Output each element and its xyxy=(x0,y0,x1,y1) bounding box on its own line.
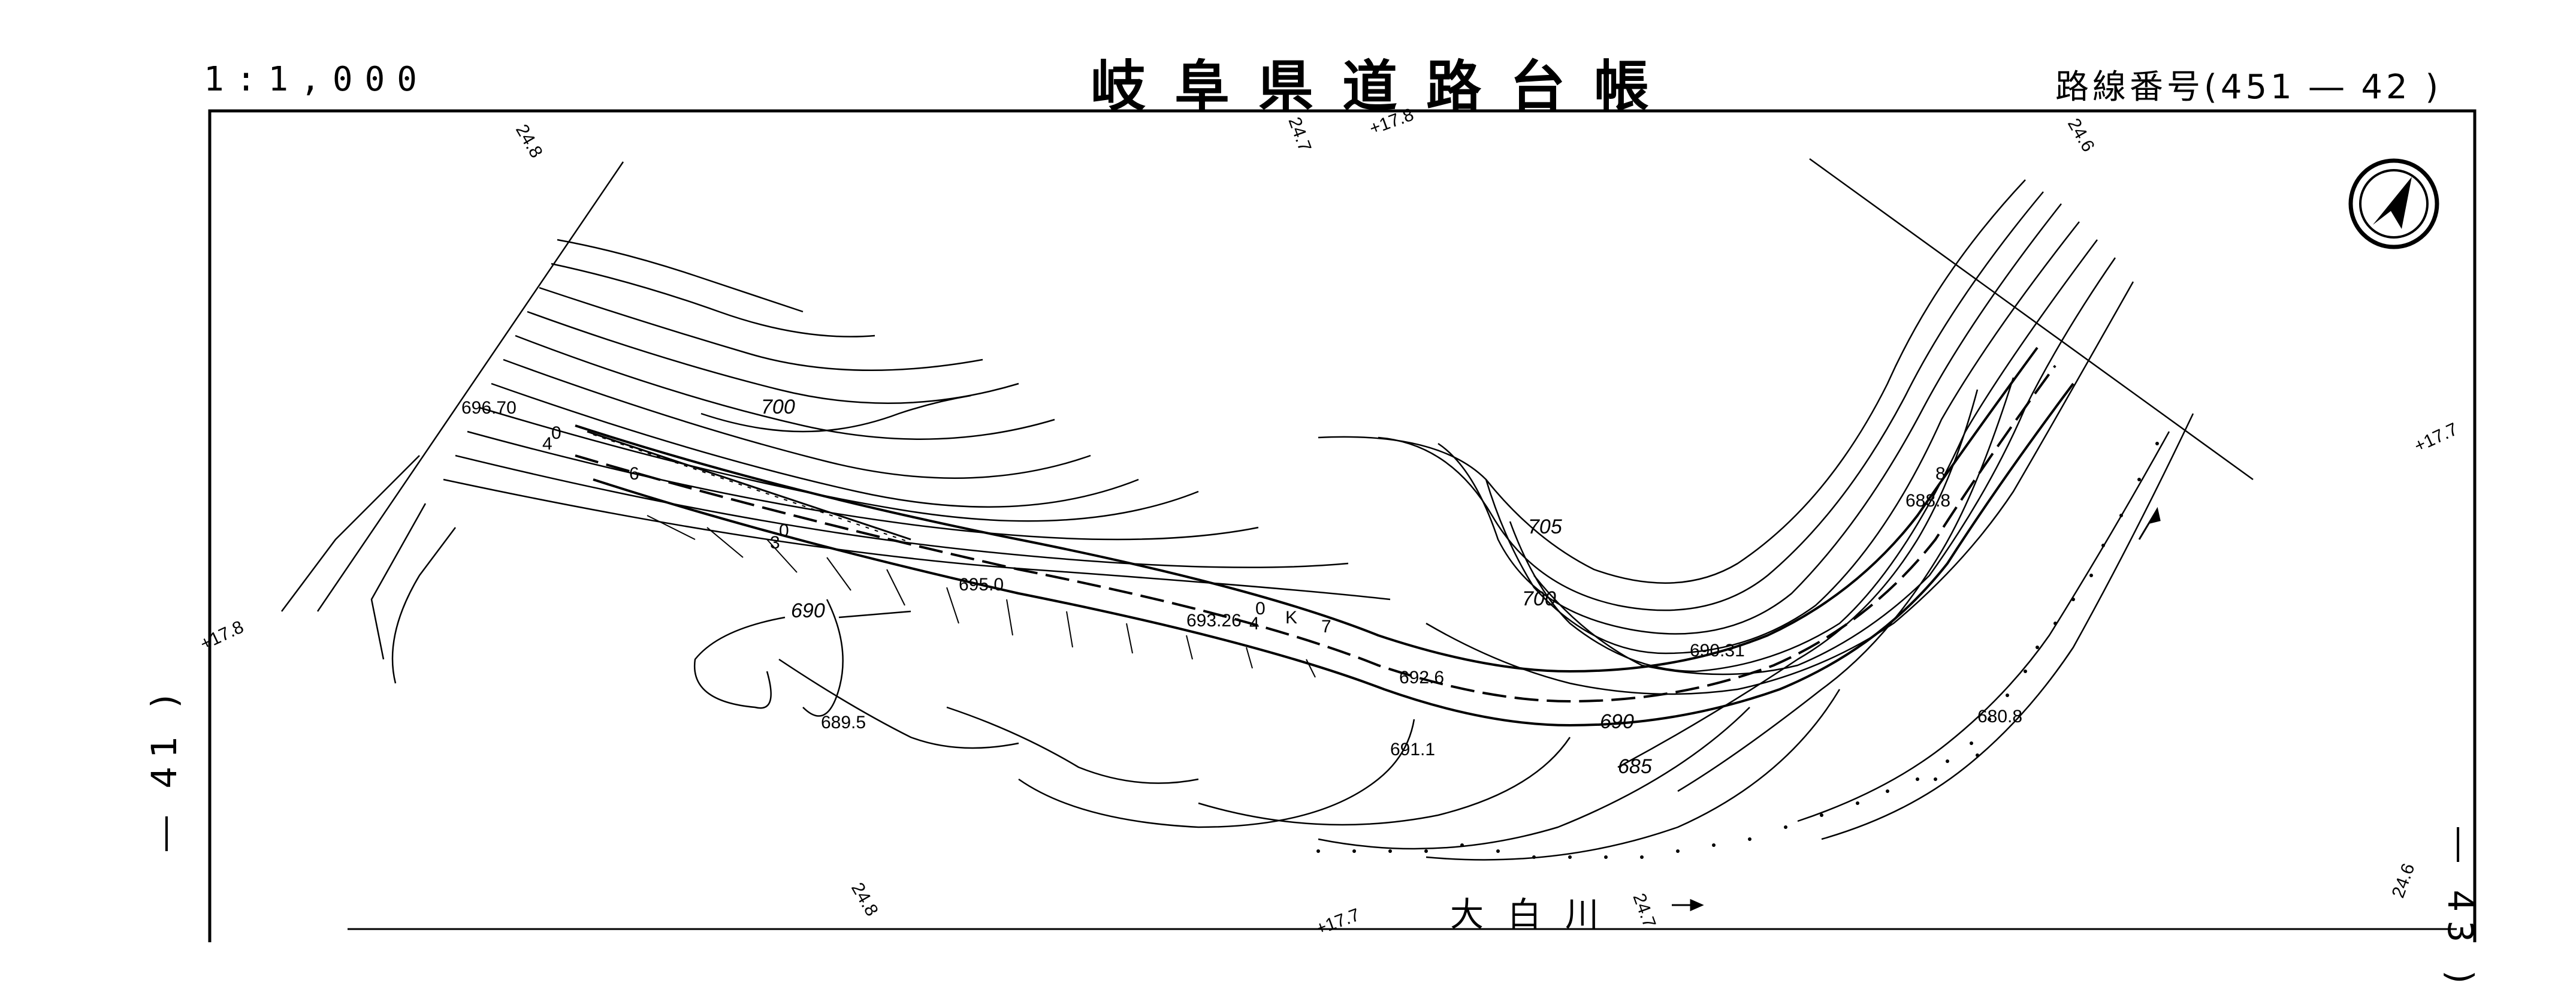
flow-arrow-icon xyxy=(1672,506,2161,912)
station-label: 4 xyxy=(1249,614,1260,634)
lower-contours xyxy=(281,377,2194,861)
grid-mark: 24.6 xyxy=(2388,861,2419,900)
spot-height: 692.6 xyxy=(1399,668,1444,688)
north-arrow-icon xyxy=(2348,158,2439,249)
spot-height: 690.31 xyxy=(1690,641,1745,661)
station-label: K xyxy=(1285,608,1297,628)
grid-mark: +17.7 xyxy=(2411,419,2461,456)
riverbank-stipple xyxy=(1316,442,2159,859)
map-frame xyxy=(208,109,2477,942)
station-label: 3 xyxy=(770,533,780,553)
grid-mark: 24.7 xyxy=(1629,891,1659,930)
contour-label: 700 xyxy=(761,396,795,418)
upper-contours xyxy=(443,179,2134,695)
contour-label: 700 xyxy=(1522,587,1556,610)
spot-height: 680.8 xyxy=(1977,707,2022,726)
spot-height: 695.0 xyxy=(959,575,1004,595)
topographic-map: 700 705 700 690 690 685 696.70 695.0 693… xyxy=(197,105,2477,942)
map-scale: 1:1,000 xyxy=(204,60,430,99)
contour-label: 685 xyxy=(1618,755,1652,778)
sheet-edge-lines xyxy=(316,158,2254,612)
spot-height: 691.1 xyxy=(1390,740,1435,759)
grid-mark: +17.7 xyxy=(1313,905,1363,939)
route-number: 路線番号(451 ― 42 ) xyxy=(2055,68,2442,107)
station-label: 4 xyxy=(542,434,552,454)
grid-mark: 24.8 xyxy=(847,879,882,919)
station-label: 6 xyxy=(629,464,639,484)
contour-label: 690 xyxy=(791,599,825,622)
spot-height: 689.5 xyxy=(821,713,866,732)
contour-label: 690 xyxy=(1600,710,1634,733)
station-label: 0 xyxy=(1255,599,1266,619)
station-label: 7 xyxy=(1321,617,1331,637)
page-title: 岐阜県道路台帳 xyxy=(1091,55,1678,119)
grid-mark: 24.6 xyxy=(2064,115,2098,155)
spot-height: 693.26 xyxy=(1186,611,1242,631)
road xyxy=(575,346,2074,727)
station-label: 0 xyxy=(779,521,789,541)
station-label: 8 xyxy=(1935,464,1946,484)
river-name: 大白川 xyxy=(1450,895,1623,934)
spot-height: 696.70 xyxy=(461,398,517,418)
grid-mark: 24.7 xyxy=(1284,114,1315,154)
retaining-wall xyxy=(647,515,1316,678)
grid-mark: +17.8 xyxy=(197,617,247,654)
station-label: 0 xyxy=(551,423,561,443)
grid-mark: 24.8 xyxy=(512,121,546,161)
contour-label: 705 xyxy=(1528,515,1562,538)
spot-height: 688.8 xyxy=(1905,491,1950,511)
